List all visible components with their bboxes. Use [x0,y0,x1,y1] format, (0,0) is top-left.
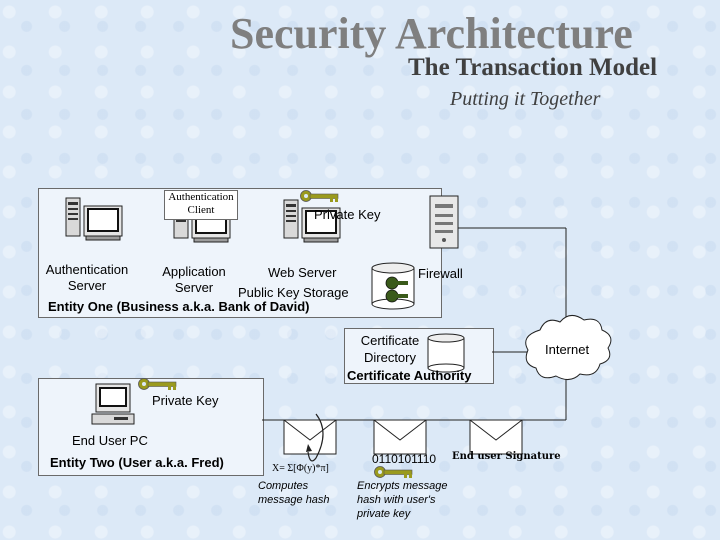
page-subtitle: The Transaction Model [408,54,658,81]
app-server-label-line2: Server [174,280,214,295]
signature-label: End user Signature [452,451,561,462]
ca-box [344,328,494,384]
signing-key-icon [374,466,413,479]
encrypt-caption-line2: hash with user's [357,494,436,506]
app-server-label-line1: Application [162,264,226,279]
certificate-authority-caption: Certificate Authority [347,368,472,383]
encrypt-caption: Encrypts message hash with user's privat… [357,479,447,521]
entity-one-private-key-label: Private Key [314,207,381,222]
entity-two-box [38,378,264,476]
public-key-storage-label: Public Key Storage [238,285,349,300]
encrypt-caption-line3: private key [357,508,411,520]
firewall-label: Firewall [418,266,463,281]
page-title: Security Architecture [230,9,633,58]
certificate-directory-label: Certificate Directory [352,332,428,366]
outbound-envelope-icon [469,419,523,455]
hash-caption: Computes message hash [258,479,330,507]
auth-server-label: Authentication Server [40,262,134,294]
certificate-directory-label-line2: Directory [363,350,416,365]
internet-label: Internet [545,342,590,357]
entity-two-caption: Entity Two (User a.k.a. Fred) [50,455,224,470]
auth-server-computer-icon [65,197,123,241]
hash-caption-line2: message hash [258,494,330,506]
auth-server-label-line2: Server [67,278,107,293]
entity-one-caption: Entity One (Business a.k.a. Bank of Davi… [48,299,310,314]
entity-one-private-key-icon [300,190,339,203]
internet-cloud-icon [525,315,612,380]
auth-server-label-line1: Authentication [45,262,129,277]
auth-client-label-line2: Client [187,204,215,216]
hash-caption-line1: Computes [258,480,309,492]
firewall-icon [429,195,459,249]
hash-loop-arrow-icon [307,413,324,462]
end-user-pc-label: End User PC [72,433,148,448]
signed-envelope-icon [373,419,427,455]
auth-client-label-box: Authentication Client [164,190,238,220]
binary-signature-text: 0110101110 [372,452,437,466]
entity-two-private-key-label: Private Key [152,393,219,408]
public-key-storage-icon [371,262,415,310]
entity-two-private-key-icon [138,378,177,391]
app-server-label: Application Server [150,264,238,296]
auth-client-label-line1: Authentication [168,191,234,203]
encrypt-caption-line1: Encrypts message [357,480,448,492]
certificate-directory-label-line1: Certificate [360,333,420,348]
end-user-pc-icon [91,383,135,425]
web-server-label: Web Server [268,265,337,280]
page-tagline: Putting it Together [450,88,601,110]
certificate-directory-icon [427,333,465,373]
hash-formula: X= Σ[Φ(y)*π] [272,463,329,474]
